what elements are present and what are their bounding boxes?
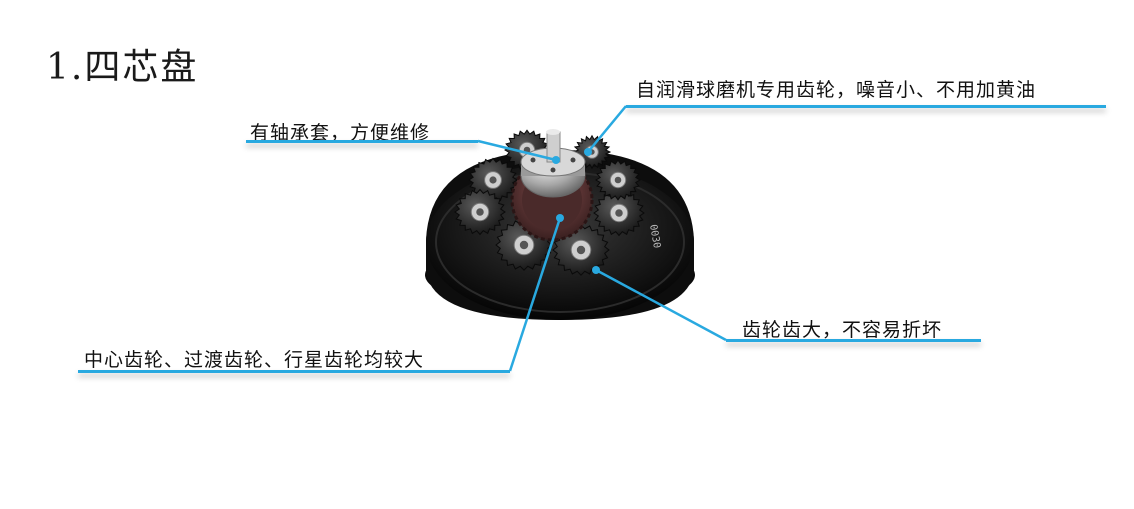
callout-gear-sizes-underline xyxy=(78,370,510,373)
planet-gear xyxy=(593,189,645,237)
callout-pointers xyxy=(477,105,727,372)
planet-gear xyxy=(595,159,641,201)
callout-bearing-sleeve-underline xyxy=(246,140,478,143)
page-title: 1.四芯盘 xyxy=(46,47,199,88)
callout-bearing-sleeve: 有轴承套，方便维修 xyxy=(250,122,431,144)
callout-pointer-dots xyxy=(552,148,600,274)
callout-lubrication: 自润滑球磨机专用齿轮，噪音小、不用加黄油 xyxy=(636,79,1037,101)
planetary-gears xyxy=(454,129,645,276)
callout-gear-sizes: 中心齿轮、过渡齿轮、行星齿轮均较大 xyxy=(84,349,425,371)
callout-large-teeth: 齿轮齿大，不容易折坏 xyxy=(742,319,943,341)
planet-gear xyxy=(552,224,610,276)
plate-marking: 0030 xyxy=(647,224,662,250)
planet-gear xyxy=(454,188,506,236)
callout-lubrication-underline xyxy=(626,105,1106,108)
callout-large-teeth-underline xyxy=(726,339,981,342)
